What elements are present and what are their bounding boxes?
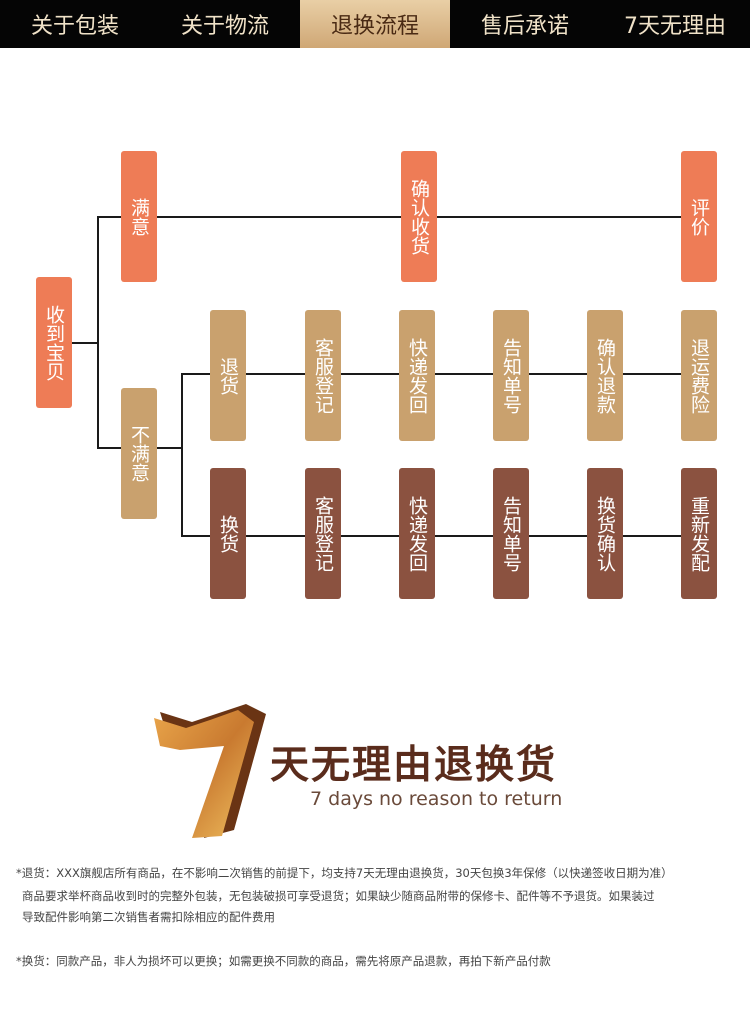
connector-line [181,373,697,375]
return-step: 退货 [210,310,246,441]
slogan-subtitle: 7 days no reason to return [310,788,563,810]
return-step: 快递发回 [399,310,435,441]
tab-logistics[interactable]: 关于物流 [180,14,269,39]
connector-line [72,342,98,344]
step-unsatisfied: 不满意 [121,388,157,519]
connector-line [181,373,183,537]
slogan-title: 天无理由退换货 [270,743,558,788]
top-nav: 关于包装 关于物流 退换流程 售后承诺 7天无理由 [0,0,750,48]
return-step: 告知单号 [493,310,529,441]
tab-return-process[interactable]: 退换流程 [300,0,450,48]
step-review: 评价 [681,151,717,282]
exchange-step: 重新发配 [681,468,717,599]
tab-after-sales[interactable]: 售后承诺 [480,14,569,39]
step-satisfied: 满意 [121,151,157,282]
exchange-step: 换货确认 [587,468,623,599]
connector-line [181,535,697,537]
exchange-note: *换货：同款产品，非人为损坏可以更换；如需更换不同款的商品，需先将原产品退款，再… [16,954,551,968]
step-received: 收到宝贝 [36,277,72,408]
return-step: 确认退款 [587,310,623,441]
seven-logo-icon [154,704,266,838]
return-note-line: *退货：XXX旗舰店所有商品，在不影响二次销售的前提下，均支持7天无理由退换货，… [16,866,673,880]
step-confirm-receipt: 确认收货 [401,151,437,282]
exchange-step: 换货 [210,468,246,599]
exchange-step: 告知单号 [493,468,529,599]
return-note-line: 商品要求举杯商品收到时的完整外包装，无包装破损可享受退货；如果缺少随商品附带的保… [22,889,655,903]
connector-line [97,216,697,218]
connector-line [97,216,99,449]
exchange-step: 客服登记 [305,468,341,599]
return-step: 退运费险 [681,310,717,441]
exchange-step: 快递发回 [399,468,435,599]
tab-7-days[interactable]: 7天无理由 [624,14,726,39]
return-step: 客服登记 [305,310,341,441]
tab-packaging[interactable]: 关于包装 [30,14,119,39]
return-note-line: 导致配件影响第二次销售者需扣除相应的配件费用 [22,910,275,924]
